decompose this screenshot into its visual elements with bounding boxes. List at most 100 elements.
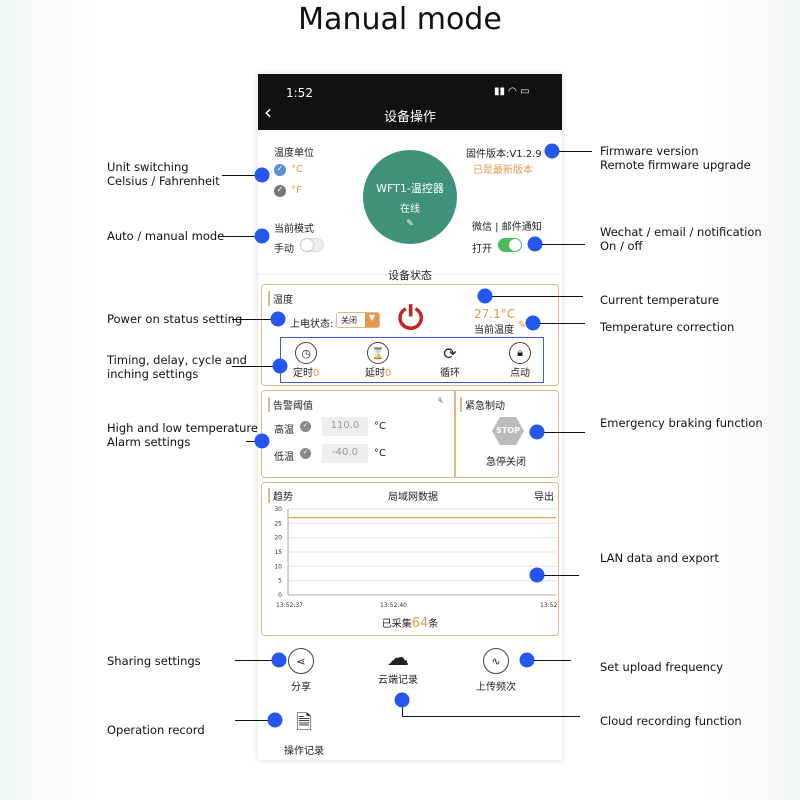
correction-edit-icon[interactable]: ✎: [518, 320, 527, 331]
annotation-current: Current temperature: [600, 293, 720, 307]
hourglass-icon: ⌛: [367, 342, 390, 364]
delay-button[interactable]: ⌛延时0: [365, 342, 391, 379]
annotation-leader-line: [218, 236, 262, 238]
y-tick-label: 10: [274, 563, 282, 570]
annotation-marker: [254, 228, 270, 244]
status-time: 1:52: [286, 86, 313, 100]
collected-count: 已采集64条: [381, 616, 439, 631]
back-icon[interactable]: ‹: [264, 100, 272, 124]
timing-button[interactable]: ◷定时0: [293, 342, 319, 379]
y-tick-label: 15: [274, 549, 282, 556]
temperature-panel: 温度 上电状态: 关闭▼ ⏻ 27.1°C 当前温度 ✎ ◷定时0 ⌛延时0 ⟳…: [261, 284, 559, 386]
y-tick-label: 30: [274, 506, 282, 513]
celsius-check-icon[interactable]: ✓: [274, 164, 286, 176]
annotation-leader-line: [235, 660, 279, 662]
cloud-record-button[interactable]: ☁︎云端记录: [378, 646, 418, 686]
x-tick-label: 13:52:40: [380, 602, 407, 609]
trend-header: 趋势: [268, 488, 293, 503]
temperature-header: 温度: [268, 291, 293, 306]
annotation-cloud: Cloud recording function: [600, 714, 742, 728]
stop-button[interactable]: STOP: [492, 417, 524, 445]
annotation-record: Operation record: [107, 723, 205, 737]
notify-label: 微信 | 邮件通知: [472, 222, 542, 233]
cloud-icon: ☁︎: [387, 646, 409, 671]
annotation-marker: [272, 358, 288, 374]
firmware-version: 固件版本:V1.2.9: [466, 149, 542, 160]
edit-icon[interactable]: ✎: [406, 219, 414, 229]
annotation-marker: [529, 567, 545, 583]
low-input[interactable]: -40.0: [322, 444, 368, 463]
mode-value: 手动: [274, 244, 294, 255]
annotation-marker: [394, 692, 410, 708]
emergency-header: 紧急制动: [460, 397, 505, 412]
power-on-select[interactable]: 关闭▼: [336, 312, 380, 328]
high-check-icon[interactable]: ✓: [300, 421, 311, 432]
power-on-label: 上电状态:: [290, 319, 334, 330]
inching-button[interactable]: 🔒︎点动: [509, 342, 531, 379]
lock-icon: 🔒︎: [509, 342, 531, 364]
firmware-note[interactable]: 已是最新版本: [473, 165, 533, 176]
operation-record-button[interactable]: 🗎︎操作记录: [284, 710, 324, 757]
annotation-leader-line: [246, 441, 262, 443]
annotation-leader-line: [402, 700, 404, 716]
fahrenheit-option[interactable]: °F: [291, 185, 302, 196]
annotation-correction: Temperature correction: [600, 320, 735, 334]
y-tick-label: 5: [278, 578, 282, 585]
annotation-upload: Set upload frequency: [600, 660, 724, 674]
low-check-icon[interactable]: ✓: [300, 448, 311, 459]
annotation-leader-line: [485, 296, 583, 298]
annotation-marker: [544, 143, 560, 159]
annotation-power: Power on status setting: [107, 312, 243, 326]
x-tick-label: 13:52:37: [276, 602, 303, 609]
high-label: 高温: [274, 425, 294, 436]
annotation-marker: [525, 315, 541, 331]
annotation-marker: [529, 424, 545, 440]
y-tick-label: 25: [274, 520, 282, 527]
annotation-marker: [267, 712, 283, 728]
status-icons: ▮▮ ◠ ▭: [494, 86, 530, 97]
lan-data-label: 局域网数据: [388, 492, 438, 503]
share-icon: ⋖: [288, 648, 314, 674]
export-button[interactable]: 导出: [534, 492, 554, 503]
annotation-leader-line: [533, 323, 585, 325]
annotation-leader-line: [552, 151, 592, 153]
high-input[interactable]: 110.0: [322, 417, 368, 436]
y-tick-label: 20: [274, 535, 282, 542]
annotation-leader-line: [232, 366, 280, 368]
annotation-leader-line: [235, 720, 275, 722]
fahrenheit-check-icon[interactable]: ✓: [274, 185, 286, 197]
celsius-option[interactable]: °C: [291, 164, 303, 175]
low-unit: °C: [374, 448, 386, 459]
low-label: 低温: [274, 452, 294, 463]
cycle-button[interactable]: ⟳循环: [440, 343, 460, 380]
annotation-leader-line: [222, 175, 262, 177]
timer-group: ◷定时0 ⌛延时0 ⟳循环 🔒︎点动: [280, 337, 544, 383]
notify-toggle[interactable]: [498, 238, 522, 252]
current-temperature: 27.1°C: [474, 307, 516, 321]
annotation-leader-line: [527, 660, 571, 662]
upload-frequency-button[interactable]: ∿上传频次: [476, 648, 516, 693]
power-icon[interactable]: ⏻: [398, 299, 424, 337]
annotation-mode: Auto / manual mode: [107, 229, 225, 243]
mode-label: 当前模式: [274, 224, 314, 235]
alarm-header: 告警阈值: [268, 397, 313, 412]
annotation-marker: [254, 167, 270, 183]
section-title: 设备状态: [388, 269, 432, 282]
annotation-marker: [271, 652, 287, 668]
annotation-lan: LAN data and export: [600, 551, 719, 565]
mode-toggle[interactable]: [300, 238, 324, 252]
annotation-marker: [519, 652, 535, 668]
annotation-emergency: Emergency braking function: [600, 416, 763, 430]
annotation-marker: [254, 433, 270, 449]
dropdown-icon: ▼: [365, 313, 379, 327]
share-button[interactable]: ⋖分享: [288, 648, 314, 693]
mute-icon[interactable]: 🔇︎: [438, 395, 445, 406]
annotation-leader-line: [402, 716, 580, 718]
device-circle[interactable]: WFT1-温控器 在线 ✎: [363, 150, 457, 244]
x-tick-label: 13:52:4: [540, 602, 558, 609]
